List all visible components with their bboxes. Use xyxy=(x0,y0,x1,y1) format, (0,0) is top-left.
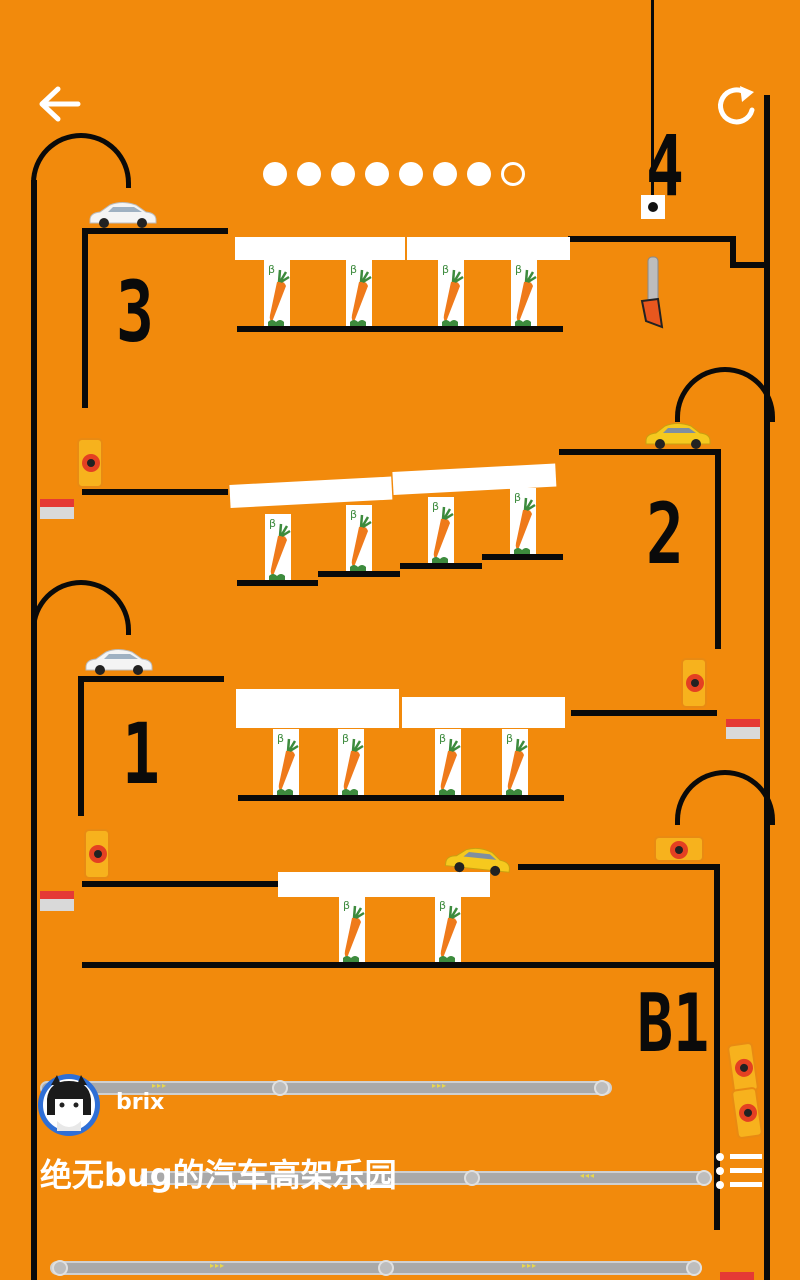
carrot-pillar xyxy=(428,497,454,563)
carrot-pillar xyxy=(264,260,290,326)
floor1-bridge-slab-1[interactable] xyxy=(236,689,399,728)
soda-can[interactable] xyxy=(654,836,704,862)
chainsaw-icon[interactable] xyxy=(636,255,668,333)
level-progress-dots xyxy=(258,162,530,190)
floor1-base xyxy=(238,795,564,801)
ground-right-ledge xyxy=(518,864,720,870)
floor2-step-4 xyxy=(482,554,563,560)
carrot-pillar xyxy=(438,260,464,326)
ground-right-post xyxy=(714,864,720,1230)
floor1-left-post xyxy=(78,676,84,816)
conveyor-belt[interactable]: ◂◂◂ xyxy=(140,1170,712,1186)
player-avatar[interactable] xyxy=(37,1073,101,1137)
floor1-left-ledge xyxy=(78,676,224,682)
floor-number-b1: B1 xyxy=(637,977,710,1070)
hook-block[interactable] xyxy=(641,195,665,219)
floor-number-4: 4 xyxy=(646,117,684,215)
progress-dot-done xyxy=(297,162,321,186)
road-barrier xyxy=(720,1272,754,1280)
white-car[interactable] xyxy=(86,200,160,230)
floor2-left-ledge xyxy=(82,489,228,495)
ground-bridge-slab[interactable] xyxy=(278,872,490,897)
conveyor-belt[interactable]: ▸▸▸▸▸▸ xyxy=(50,1260,702,1276)
progress-dot-empty xyxy=(501,162,525,186)
soda-can[interactable] xyxy=(681,658,707,708)
progress-dot-done xyxy=(331,162,355,186)
arch-right-upper xyxy=(675,367,775,422)
carrot-pillar xyxy=(435,729,461,795)
progress-dot-done xyxy=(433,162,457,186)
floor-number-2: 2 xyxy=(646,485,684,583)
carrot-pillar xyxy=(273,729,299,795)
floor2-right-ledge xyxy=(559,449,721,455)
ground-base xyxy=(82,962,718,968)
floor3-right-step-h xyxy=(730,262,766,268)
carrot-pillar xyxy=(346,260,372,326)
floor3-bridge-slab-2[interactable] xyxy=(407,237,570,260)
floor3-bridge-slab-1[interactable] xyxy=(235,237,405,260)
floor3-right-step xyxy=(730,236,736,268)
road-barrier xyxy=(40,891,74,911)
carrot-pillar xyxy=(265,514,291,580)
white-car[interactable] xyxy=(82,647,156,677)
arch-left-mid xyxy=(31,580,131,635)
soda-can[interactable] xyxy=(84,829,110,879)
yellow-car[interactable] xyxy=(643,421,713,451)
ground-left-ledge xyxy=(82,881,278,887)
floor1-bridge-slab-2[interactable] xyxy=(402,697,565,728)
floor-number-1: 1 xyxy=(122,705,160,803)
arch-left-top xyxy=(31,133,131,188)
game-title: 绝无bug的汽车高架乐园 xyxy=(40,1156,397,1194)
carrot-pillar xyxy=(346,505,372,571)
soda-can[interactable] xyxy=(77,438,103,488)
arch-right-lower xyxy=(675,770,775,825)
floor2-step-2 xyxy=(318,571,400,577)
conveyor-belt[interactable]: ▸▸▸▸▸▸ xyxy=(40,1080,612,1096)
restart-icon[interactable] xyxy=(712,80,764,132)
right-outer-wall xyxy=(764,95,770,1280)
soda-can[interactable] xyxy=(730,1086,764,1140)
progress-dot-done xyxy=(399,162,423,186)
left-outer-wall xyxy=(31,180,37,1280)
yellow-car[interactable] xyxy=(442,842,515,881)
floor2-step-1 xyxy=(237,580,318,586)
road-barrier xyxy=(726,719,760,739)
floor3-right-ledge xyxy=(568,236,734,242)
floor2-right-post xyxy=(715,449,721,649)
floor3-left-ledge xyxy=(82,228,228,234)
progress-dot-done xyxy=(467,162,491,186)
floor1-right-ledge xyxy=(571,710,717,716)
carrot-pillar xyxy=(511,260,537,326)
floor3-base xyxy=(237,326,563,332)
floor2-ramp-slab-1[interactable] xyxy=(229,476,393,508)
progress-dot-done xyxy=(365,162,389,186)
carrot-pillar xyxy=(339,896,365,962)
carrot-pillar xyxy=(510,488,536,554)
menu-icon[interactable] xyxy=(712,1150,764,1192)
carrot-pillar xyxy=(435,896,461,962)
hanging-rope xyxy=(651,0,654,205)
floor-number-3: 3 xyxy=(116,263,154,361)
back-arrow-icon[interactable] xyxy=(36,84,84,124)
floor3-left-post xyxy=(82,228,88,408)
carrot-pillar xyxy=(338,729,364,795)
road-barrier xyxy=(40,499,74,519)
player-username: brix xyxy=(116,1090,165,1115)
progress-dot-done xyxy=(263,162,287,186)
floor2-step-3 xyxy=(400,563,482,569)
carrot-pillar xyxy=(502,729,528,795)
